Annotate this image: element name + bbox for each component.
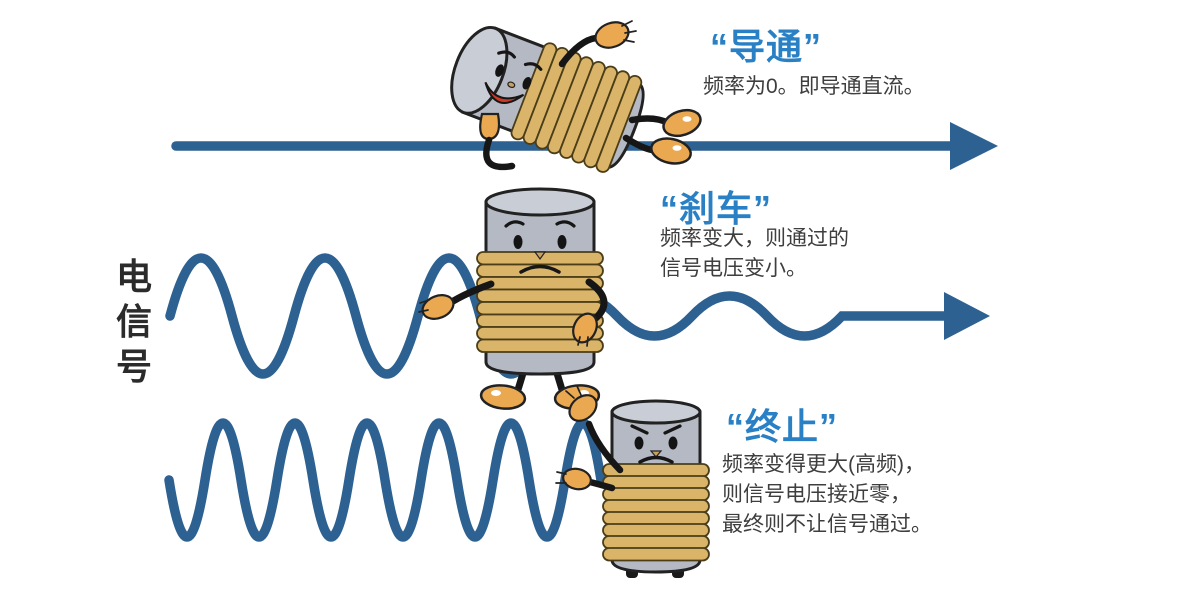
angry-face-icon xyxy=(630,424,682,464)
coil-winding-icon xyxy=(510,42,643,173)
shoe-icon xyxy=(650,137,692,165)
signal-label-char: 电 xyxy=(115,256,152,297)
dc-arrowhead xyxy=(950,122,998,170)
brake-heading: “刹车” xyxy=(660,188,773,229)
brake-description: 频率变大，则通过的 信号电压变小。 xyxy=(660,227,849,280)
conduction-heading: “导通” xyxy=(710,26,823,67)
shoe-icon xyxy=(662,108,702,138)
attenuated-arrowhead xyxy=(944,292,990,340)
hanging-hand-icon xyxy=(479,112,501,141)
angry-blocking-inductor-character xyxy=(555,385,710,578)
blocked-wave xyxy=(164,418,606,542)
worried-face-icon xyxy=(504,220,576,274)
signal-axis-label: 电 信 号 xyxy=(112,254,156,389)
conduction-description: 频率为0。即导通直流。 xyxy=(703,75,925,98)
blocking-hand-icon xyxy=(555,467,592,491)
stop-description: 频率变得更大(高频)， 则信号电压接近零， 最终则不让信号通过。 xyxy=(722,453,932,536)
signal-label-char: 号 xyxy=(115,346,152,387)
waving-hand-icon xyxy=(594,20,637,49)
open-hand-icon xyxy=(418,294,455,320)
stop-heading: “终止” xyxy=(726,406,839,447)
happy-face-icon xyxy=(484,50,543,104)
coil-winding-icon xyxy=(602,463,710,562)
signal-label-char: 信 xyxy=(115,301,152,342)
down-hand-icon xyxy=(572,312,598,347)
shoe-icon xyxy=(479,384,527,410)
happy-lying-inductor-character xyxy=(450,20,702,173)
raised-hand-icon xyxy=(565,385,598,422)
coil-winding-icon xyxy=(476,251,604,353)
